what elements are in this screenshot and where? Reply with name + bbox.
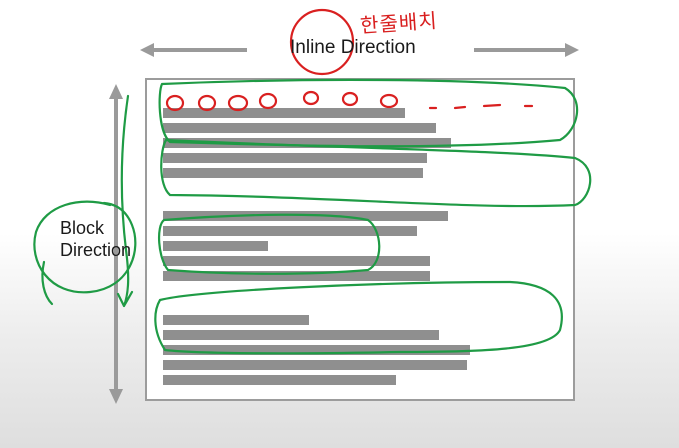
inline-direction-arrow (140, 43, 579, 57)
red-circle-mark (258, 92, 278, 110)
green-loop-first-line (158, 78, 579, 148)
text-line-bar (163, 315, 309, 325)
red-circle-marks (165, 8, 534, 112)
text-line-bar (163, 168, 423, 178)
text-line-bar (163, 271, 430, 281)
block-direction-label: Block Direction (60, 217, 150, 261)
text-line-bar (163, 360, 467, 370)
handwritten-korean-note: 한줄배치 (359, 8, 439, 38)
green-loop-paragraph-one (160, 138, 592, 208)
text-line-bar (163, 330, 439, 340)
text-line-bar (163, 138, 451, 148)
block-arrow-down-head (109, 389, 123, 404)
green-circle-block-label (33, 200, 137, 294)
inline-arrow-right-head (565, 43, 579, 57)
green-loops (33, 78, 592, 355)
red-circle-mark (341, 91, 359, 107)
text-line-bar (163, 123, 436, 133)
block-direction-arrow (109, 84, 123, 404)
inline-direction-label: Inline Direction (290, 37, 416, 58)
green-arrow-squiggle (116, 94, 134, 308)
text-line-bar (163, 226, 417, 236)
text-line-bar (163, 345, 470, 355)
text-line-bar (163, 375, 396, 385)
text-line-bar (163, 108, 405, 118)
text-line-bar (163, 211, 448, 221)
red-circle-mark (379, 93, 399, 109)
red-dash-mark (482, 103, 502, 108)
text-line-bar (163, 256, 430, 266)
red-circle-mark (302, 90, 320, 106)
text-line-bar (163, 153, 427, 163)
red-circle-mark (227, 94, 249, 112)
block-arrow-up-head (109, 84, 123, 99)
green-tail-block-label (41, 260, 54, 306)
inline-arrow-left-head (140, 43, 154, 57)
block-direction-label-line2: Direction (60, 240, 132, 260)
red-circle-mark (197, 94, 217, 112)
green-loop-paragraph-three (154, 280, 563, 355)
text-line-bar (163, 241, 268, 251)
block-direction-label-line1: Block (60, 218, 105, 238)
red-circle-mark (165, 94, 185, 112)
red-dash-mark (453, 105, 467, 110)
text-lines (163, 108, 470, 385)
red-circle-inline-label (289, 8, 355, 76)
green-loop-short-line (158, 213, 381, 275)
